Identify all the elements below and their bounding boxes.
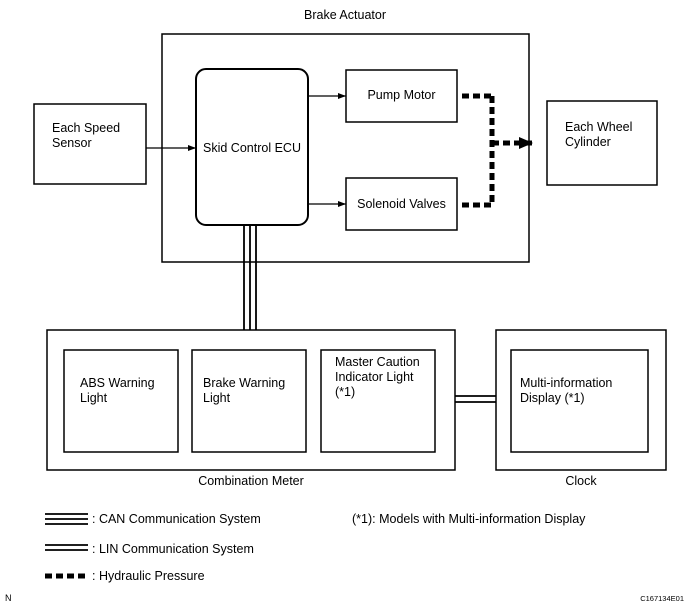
solenoid-label: Solenoid Valves [357,197,446,211]
multi-info-box [510,349,649,453]
multi-info-label: Multi-information Display (*1) [520,376,613,405]
legend-can-label: : CAN Communication System [92,512,261,526]
skid-ecu-label: Skid Control ECU [203,141,301,155]
legend-hydraulic-label: : Hydraulic Pressure [92,569,205,583]
skid-ecu-box [195,68,309,226]
can-line-ecu-meter [243,225,257,330]
combination-meter-label: Combination Meter [198,474,304,488]
legend-lin-symbol [45,544,88,551]
footer-code: C167134E01 [640,594,684,603]
abs-warning-box [63,349,179,453]
legend-lin-label: : LIN Communication System [92,542,254,556]
wheel-cylinder-box [546,100,658,186]
clock-box [495,329,667,471]
clock-label: Clock [565,474,597,488]
brake-warning-label: Brake Warning Light [203,376,286,405]
legend-can-symbol [45,513,88,525]
lin-line-meter-clock [455,395,496,403]
speed-sensor-label: Each Speed Sensor [52,121,121,150]
master-caution-box [320,349,436,453]
speed-sensor-box [33,103,147,185]
abs-warning-label: ABS Warning Light [80,376,155,405]
combination-meter-box [46,329,456,471]
brake-warning-box [191,349,307,453]
brake-actuator-label: Brake Actuator [304,8,386,22]
hydraulic-lines [462,93,533,208]
pump-motor-label: Pump Motor [367,88,436,102]
legend-note: (*1): Models with Multi-information Disp… [352,512,586,526]
wheel-cylinder-label: Each Wheel Cylinder [565,120,633,149]
footer-left-mark: N [5,593,12,603]
master-caution-label: Master Caution Indicator Light (*1) [335,355,420,399]
